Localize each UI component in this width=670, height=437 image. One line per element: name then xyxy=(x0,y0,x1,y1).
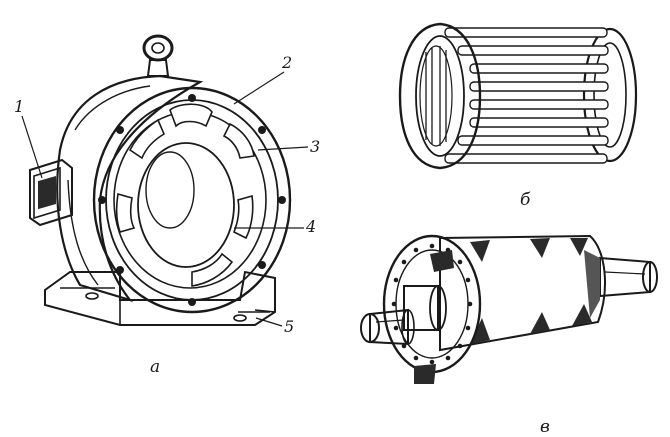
callout-2: 2 xyxy=(233,53,292,105)
rotor-shaft-rear xyxy=(599,256,658,298)
callout-number: 3 xyxy=(310,137,320,156)
rotor-shaft-front xyxy=(360,285,447,346)
callout-number: 2 xyxy=(281,53,292,72)
lifting-eye xyxy=(142,34,174,77)
stator-housing xyxy=(56,74,204,303)
caption-a: а xyxy=(150,357,160,377)
flange-bolts xyxy=(98,94,286,306)
callout-number: 1 xyxy=(14,97,24,116)
caption-v: в xyxy=(540,417,550,437)
callout-3: 3 xyxy=(257,137,320,156)
stator-assembly xyxy=(29,34,292,326)
cage-bars xyxy=(444,27,609,164)
rotor-core xyxy=(439,234,606,352)
rotor-assembly xyxy=(360,234,658,384)
callout-5: 5 xyxy=(255,317,294,336)
callout-1: 1 xyxy=(14,97,43,179)
callout-number: 4 xyxy=(305,217,316,236)
callout-4: 4 xyxy=(234,217,316,236)
rotor-end-ring xyxy=(382,234,482,384)
squirrel-cage xyxy=(398,22,638,170)
callout-number: 5 xyxy=(284,317,294,336)
stator-bore xyxy=(137,142,235,268)
terminal-box xyxy=(29,158,73,227)
caption-b: б xyxy=(520,190,531,210)
stator-core-windings xyxy=(113,103,267,289)
